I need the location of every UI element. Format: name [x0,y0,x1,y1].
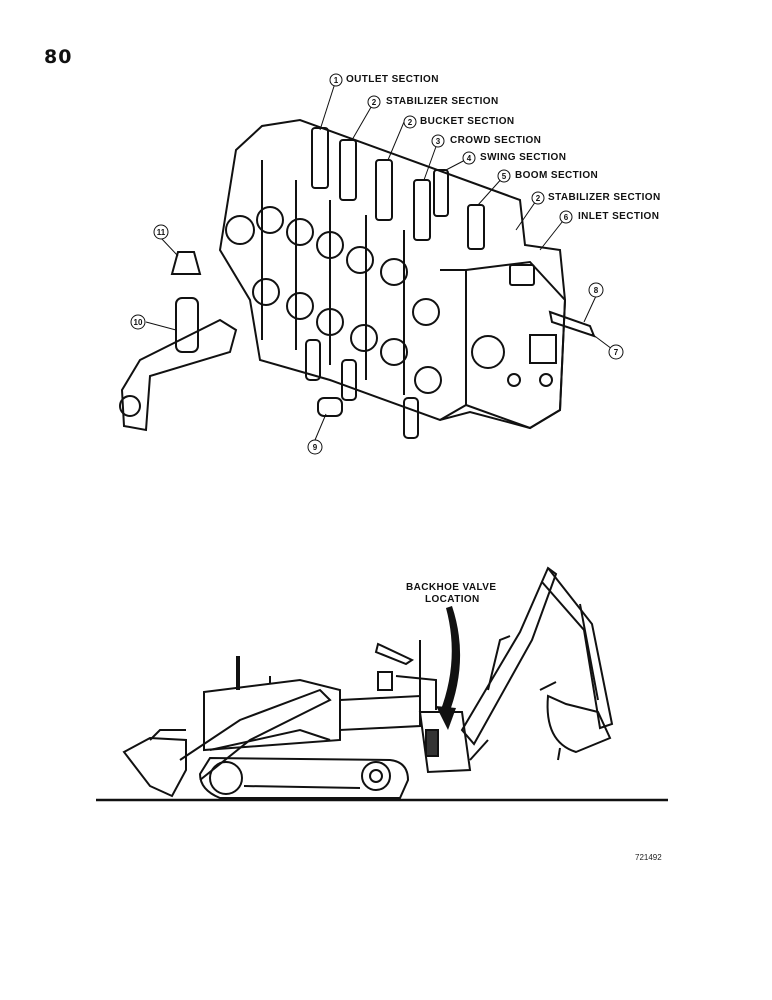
label-boom-section: BOOM SECTION [515,170,599,181]
backhoe-valve-location-label-line1: BACKHOE VALVE [406,582,497,593]
callout-num-2b: 2 [408,118,413,127]
backhoe-valve-location-label-line2: LOCATION [425,594,480,605]
label-bucket-section: BUCKET SECTION [420,116,515,127]
part-num-10: 10 [134,318,143,327]
callout-num-1: 1 [334,76,339,85]
callout-num-5: 5 [502,172,507,181]
part-num-9: 9 [313,443,318,452]
part-num-11: 11 [157,228,166,237]
part-num-7: 7 [614,348,619,357]
callout-num-3: 3 [436,137,441,146]
callout-num-6: 6 [564,213,569,222]
label-swing-section: SWING SECTION [480,152,567,163]
label-stabilizer-section-1: STABILIZER SECTION [386,96,499,107]
part-num-8: 8 [594,286,599,295]
callout-num-2c: 2 [536,194,541,203]
label-outlet-section: OUTLET SECTION [346,74,439,85]
label-crowd-section: CROWD SECTION [450,135,542,146]
page-number: 80 [44,46,73,68]
callout-num-4: 4 [467,154,472,163]
label-stabilizer-section-2: STABILIZER SECTION [548,192,661,203]
callout-num-2a: 2 [372,98,377,107]
figure-number: 721492 [635,853,662,862]
label-inlet-section: INLET SECTION [578,211,660,222]
